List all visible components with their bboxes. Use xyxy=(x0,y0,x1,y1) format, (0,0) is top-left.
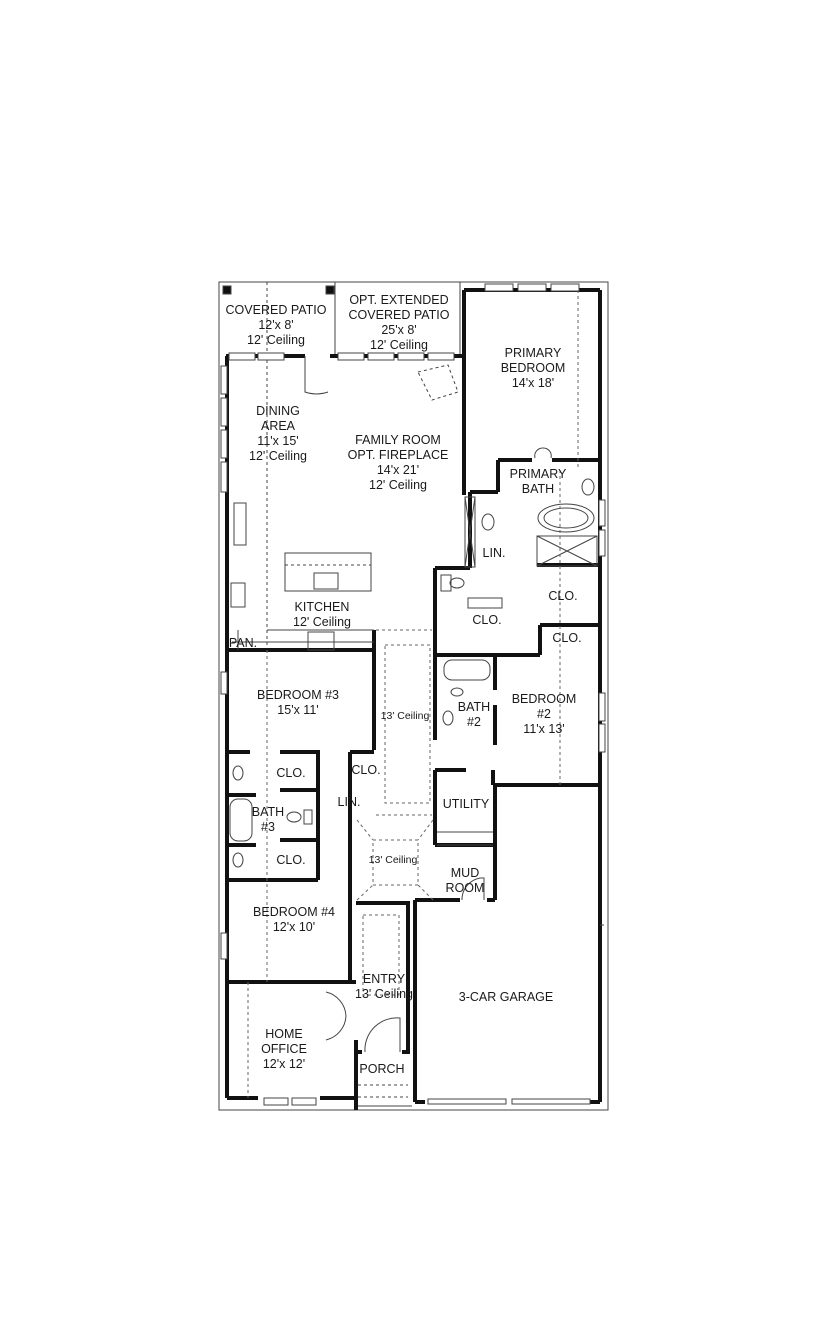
porch-steps xyxy=(358,1084,412,1107)
room-label-bath-2: BATH#2 xyxy=(458,700,490,730)
room-label-line: #2 xyxy=(467,715,481,729)
room-label-line: ROOM xyxy=(445,881,485,895)
room-label-line: BATH xyxy=(521,482,555,496)
room-label-line: COVERED PATIO xyxy=(225,303,327,317)
room-label-lin-primary: LIN. xyxy=(483,546,506,561)
room-label-porch: PORCH xyxy=(359,1062,404,1077)
room-label-line: 12'x 10' xyxy=(272,920,316,934)
room-label-line: CLO. xyxy=(548,589,578,603)
room-label-line: BEDROOM xyxy=(511,692,577,706)
room-label-foyer-ceiling: 13' Ceiling xyxy=(369,854,418,866)
patio-structure xyxy=(219,281,461,650)
room-label-line: BEDROOM #3 xyxy=(257,688,339,702)
room-label-clo-hall: CLO. xyxy=(351,763,380,778)
room-label-line: 12'x 8' xyxy=(258,318,294,332)
room-label-line: 3-CAR GARAGE xyxy=(458,990,554,1004)
room-label-line: 12' Ceiling xyxy=(247,333,305,347)
room-label-line: CLO. xyxy=(552,631,582,645)
ceiling-lines xyxy=(247,290,579,1098)
room-label-line: CLO. xyxy=(276,853,306,867)
room-label-line: BATH xyxy=(251,805,285,819)
room-label-line: OPT. FIREPLACE xyxy=(347,448,449,462)
room-label-line: LIN. xyxy=(482,546,506,560)
room-label-line: HOME xyxy=(265,1027,303,1041)
room-label-clo-primary-c: CLO. xyxy=(552,631,581,646)
room-label-line: LIN. xyxy=(337,795,361,809)
room-label-line: KITCHEN xyxy=(294,600,350,614)
room-label-line: BATH xyxy=(457,700,491,714)
interior-lines xyxy=(229,364,604,926)
room-label-line: 13' Ceiling xyxy=(380,710,430,722)
room-label-line: OPT. EXTENDED xyxy=(349,293,449,307)
room-label-line: 13' Ceiling xyxy=(355,987,413,1001)
room-label-line: BEDROOM #4 xyxy=(253,905,335,919)
room-label-line: #3 xyxy=(261,820,275,834)
room-label-line: PRIMARY xyxy=(509,467,567,481)
room-label-line: #2 xyxy=(537,707,551,721)
room-label-line: AREA xyxy=(260,419,296,433)
room-label-line: 12' Ceiling xyxy=(370,338,428,352)
room-label-line: CLO. xyxy=(276,766,306,780)
room-label-line: MUD xyxy=(450,866,480,880)
room-label-line: UTILITY xyxy=(442,797,490,811)
room-label-line: 12' Ceiling xyxy=(249,449,307,463)
windows xyxy=(220,283,606,1106)
room-label-clo-primary-a: CLO. xyxy=(472,613,501,628)
room-label-line: 25'x 8' xyxy=(381,323,417,337)
room-label-line: 15'x 11' xyxy=(277,703,319,717)
room-label-line: 12' Ceiling xyxy=(369,478,427,492)
room-label-line: FAMILY ROOM xyxy=(355,433,441,447)
room-label-line: CLO. xyxy=(472,613,502,627)
room-label-line: PAN. xyxy=(228,636,258,650)
room-label-clo-primary-b: CLO. xyxy=(548,589,577,604)
room-label-bath-3: BATH#3 xyxy=(252,805,284,835)
room-label-line: PORCH xyxy=(359,1062,405,1076)
room-label-pantry: PAN. xyxy=(229,636,257,651)
room-label-line: BEDROOM xyxy=(500,361,566,375)
room-label-line: 13' Ceiling xyxy=(368,854,418,866)
room-label-line: ENTRY xyxy=(362,972,406,986)
room-label-line: 11'x 15' xyxy=(257,434,299,448)
room-label-clo-bed3: CLO. xyxy=(276,766,305,781)
room-label-line: 14'x 21' xyxy=(376,463,420,477)
room-label-line: 12'x 12' xyxy=(262,1057,306,1071)
room-label-clo-bed4: CLO. xyxy=(276,853,305,868)
room-label-line: 14'x 18' xyxy=(511,376,555,390)
room-label-utility: UTILITY xyxy=(443,797,490,812)
room-label-garage: 3-CAR GARAGE xyxy=(459,990,553,1005)
doors xyxy=(304,356,552,1053)
room-label-line: 12' Ceiling xyxy=(293,615,351,629)
room-label-line: CLO. xyxy=(351,763,381,777)
room-label-line: 11'x 13' xyxy=(523,722,565,736)
room-label-line: COVERED PATIO xyxy=(348,308,450,322)
room-label-hall-ceiling-1: 13' Ceiling xyxy=(381,710,430,722)
room-label-lin-hall: LIN. xyxy=(338,795,361,810)
room-label-line: DINING xyxy=(256,404,300,418)
room-label-line: OFFICE xyxy=(261,1042,307,1056)
room-label-line: PRIMARY xyxy=(504,346,562,360)
